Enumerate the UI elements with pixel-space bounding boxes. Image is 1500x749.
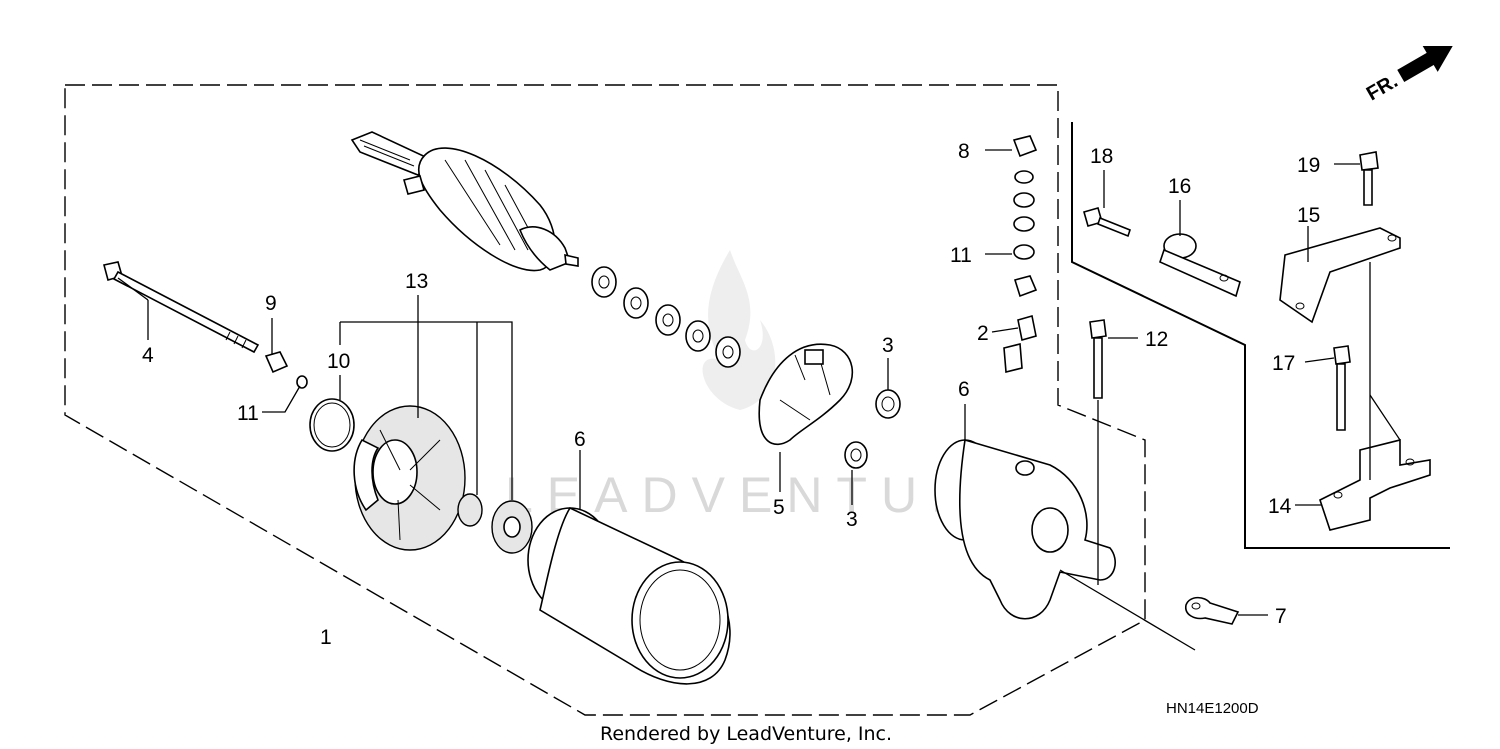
callout-9: 9 — [265, 292, 277, 315]
callout-3b: 3 — [846, 508, 858, 531]
terminal-stack-drawing — [1003, 135, 1038, 374]
callout-10: 10 — [327, 350, 350, 373]
brush-holder-drawing — [758, 343, 854, 446]
diagram-code: HN14E1200D — [1166, 700, 1259, 717]
front-housing-drawing — [934, 438, 1116, 620]
front-arrow-icon — [1397, 45, 1453, 82]
callout-7: 7 — [1275, 605, 1287, 628]
front-direction-label: FR. — [1363, 70, 1402, 105]
callout-17: 17 — [1272, 352, 1295, 375]
armature-drawing — [350, 131, 579, 272]
callout-2: 2 — [977, 322, 989, 345]
lower-bracket-drawing — [1319, 438, 1431, 531]
front-direction-indicator: FR. — [1363, 45, 1453, 105]
assembly-outline — [64, 84, 1146, 716]
callout-4: 4 — [142, 344, 154, 367]
callout-12: 12 — [1145, 328, 1168, 351]
callout-18: 18 — [1090, 145, 1113, 168]
callout-5: 5 — [773, 496, 785, 519]
brush-spring-drawing — [844, 389, 901, 469]
bracket-frame — [1071, 122, 1450, 549]
o-ring-drawing — [309, 398, 355, 452]
bracket-bolt-drawing — [1359, 151, 1379, 206]
cable-clamp-drawing — [1159, 233, 1241, 298]
callout-13: 13 — [405, 270, 428, 293]
callout-16: 16 — [1168, 175, 1191, 198]
rear-cover-drawing — [353, 405, 466, 551]
callout-labels: 1 2 3 3 4 5 6 6 7 8 9 10 11 11 12 13 14 … — [142, 140, 1320, 649]
motor-yoke-drawing — [527, 506, 731, 685]
callout-11b: 11 — [950, 244, 972, 267]
callout-11a: 11 — [237, 402, 259, 425]
watermark-flame-icon — [702, 250, 776, 410]
callout-15: 15 — [1297, 204, 1320, 227]
lower-bolt-drawing — [1333, 345, 1351, 431]
through-bolt-drawing — [103, 261, 260, 354]
callout-8: 8 — [958, 140, 970, 163]
ground-terminal-drawing — [1185, 596, 1240, 625]
callout-14: 14 — [1268, 495, 1292, 518]
callout-6b: 6 — [958, 378, 970, 401]
washer-stack — [591, 266, 741, 368]
housing-bolt-drawing — [1089, 319, 1107, 399]
bearing-drawing — [457, 493, 533, 554]
callout-1: 1 — [320, 626, 332, 649]
callout-6a: 6 — [574, 428, 586, 451]
callout-3a: 3 — [882, 334, 894, 357]
callout-19: 19 — [1297, 154, 1320, 177]
small-nut-drawing — [264, 351, 308, 389]
render-credit: Rendered by LeadVenture, Inc. — [600, 723, 892, 745]
clamp-bolt-drawing — [1083, 207, 1131, 238]
leader-lines — [117, 149, 1401, 651]
mounting-bracket-drawing — [1279, 227, 1401, 324]
